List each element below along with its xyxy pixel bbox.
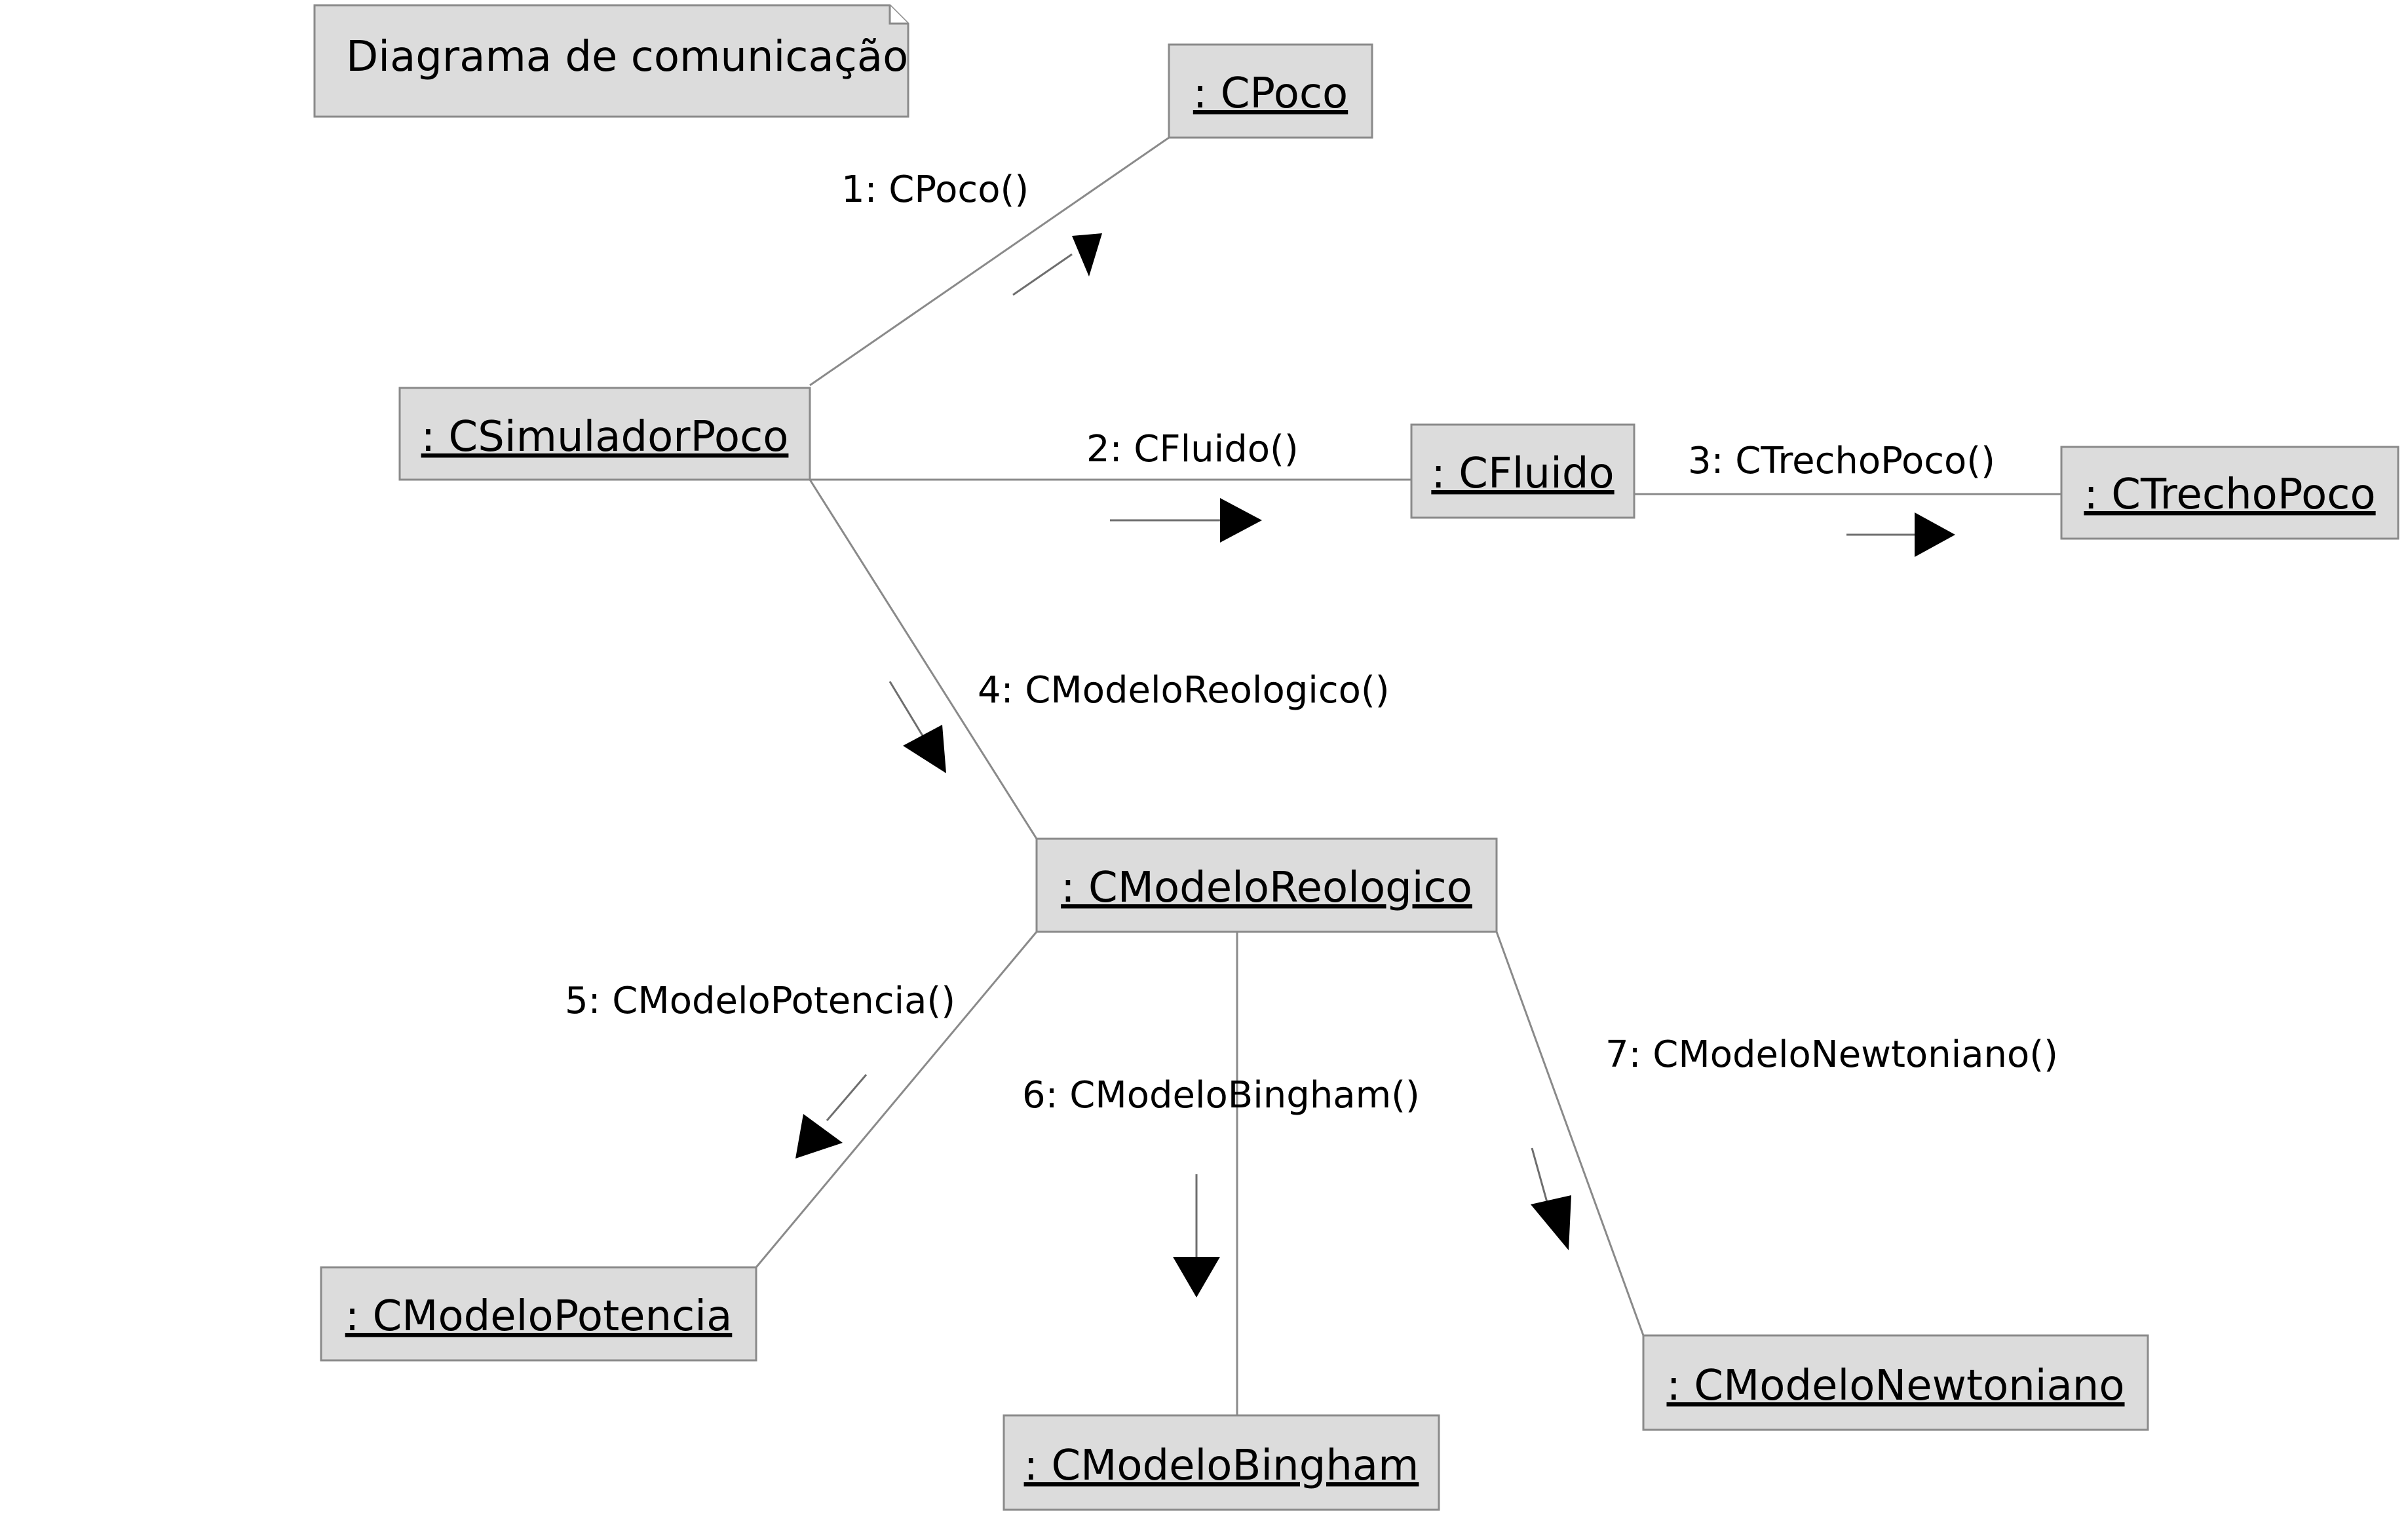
object-cfluido[interactable]: : CFluido bbox=[1410, 423, 1635, 519]
message-4-arrow-icon bbox=[889, 681, 946, 773]
message-7-arrow-icon bbox=[1531, 1147, 1571, 1250]
object-cmodelonewtoniano[interactable]: : CModeloNewtoniano bbox=[1642, 1334, 2149, 1431]
object-label: : CPoco bbox=[1193, 69, 1348, 118]
object-label: : CModeloReologico bbox=[1061, 864, 1472, 912]
object-label: : CModeloNewtoniano bbox=[1666, 1362, 2124, 1410]
link-simulador-reologico bbox=[809, 479, 1038, 839]
object-csimuladorpoco[interactable]: : CSimuladorPoco bbox=[398, 387, 811, 481]
object-cmodelopotencia[interactable]: : CModeloPotencia bbox=[320, 1266, 757, 1362]
message-5-label: 5: CModeloPotencia() bbox=[565, 980, 955, 1022]
link-reologico-potencia bbox=[755, 931, 1038, 1268]
message-6-arrow-icon bbox=[1173, 1174, 1220, 1297]
object-label: : CTrechoPoco bbox=[2084, 470, 2375, 519]
object-label: : CSimuladorPoco bbox=[421, 413, 789, 461]
message-3-label: 3: CTrechoPoco() bbox=[1688, 440, 1995, 482]
object-ctrechopoco[interactable]: : CTrechoPoco bbox=[2060, 446, 2399, 540]
link-reologico-newtoniano bbox=[1495, 931, 1645, 1336]
link-simulador-poco bbox=[809, 136, 1170, 387]
diagram-title-note: Diagrama de comunicação bbox=[313, 4, 909, 118]
message-2-arrow-icon bbox=[1110, 498, 1262, 543]
message-7-label: 7: CModeloNewtoniano() bbox=[1605, 1033, 2058, 1076]
message-4-label: 4: CModeloReologico() bbox=[978, 669, 1390, 712]
message-1-arrow-icon bbox=[1012, 233, 1102, 296]
message-2-label: 2: CFluido() bbox=[1086, 428, 1299, 470]
object-cmodeloreologico[interactable]: : CModeloReologico bbox=[1035, 837, 1498, 933]
object-label: : CModeloPotencia bbox=[345, 1292, 733, 1341]
message-5-arrow-icon bbox=[795, 1074, 868, 1159]
object-cpoco[interactable]: : CPoco bbox=[1168, 43, 1373, 139]
object-label: : CModeloBingham bbox=[1024, 1442, 1419, 1490]
message-1-label: 1: CPoco() bbox=[841, 168, 1029, 211]
message-3-arrow-icon bbox=[1846, 512, 1955, 557]
object-cmodelobingham[interactable]: : CModeloBingham bbox=[1003, 1414, 1440, 1511]
diagram-title: Diagrama de comunicação bbox=[346, 33, 908, 81]
object-label: : CFluido bbox=[1431, 450, 1614, 498]
message-6-label: 6: CModeloBingham() bbox=[1022, 1074, 1420, 1117]
